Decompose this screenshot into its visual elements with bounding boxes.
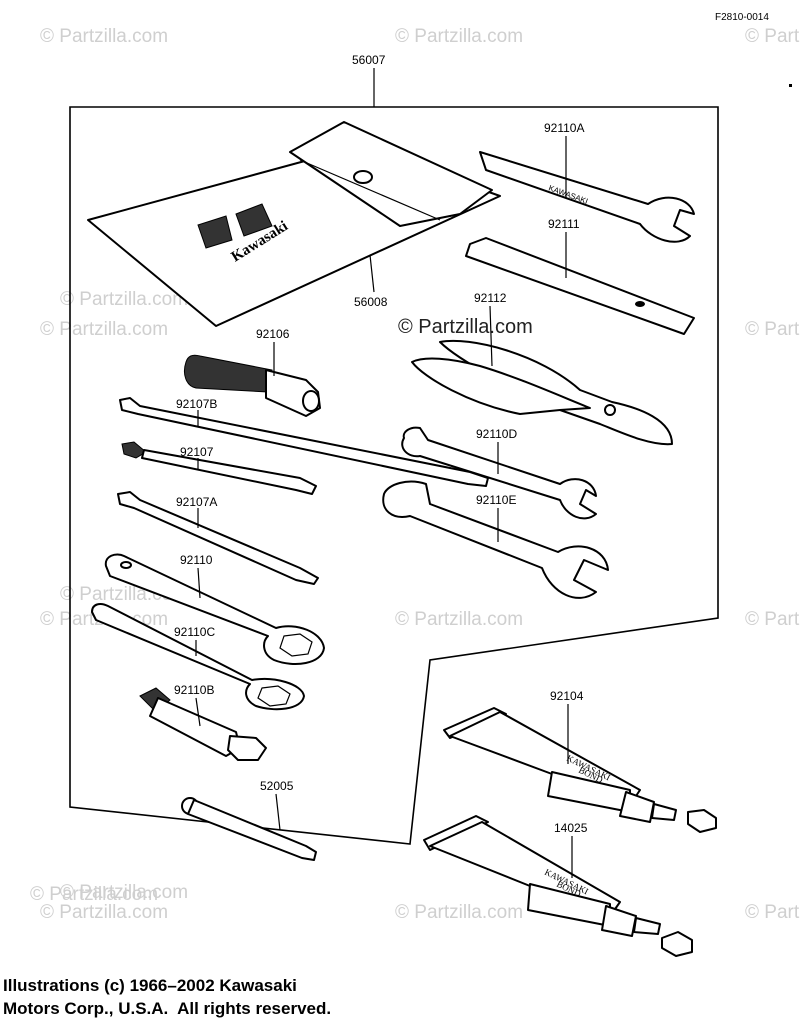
watermark: © Partzilla.com xyxy=(745,609,800,630)
label-92107: 92107 xyxy=(180,445,214,459)
screwdriver-92107a xyxy=(117,491,319,585)
watermark: © Partzilla.com xyxy=(40,26,168,47)
watermark: © Partzilla.com xyxy=(60,289,188,310)
bar-92111 xyxy=(465,237,695,335)
watermark: © Partzilla.com xyxy=(40,319,168,340)
screwdriver-92107 xyxy=(121,441,317,495)
label-52005: 52005 xyxy=(260,779,294,793)
watermark: © Partzilla.com xyxy=(395,609,523,630)
label-92112: 92112 xyxy=(474,291,507,305)
leader-92110 xyxy=(197,567,201,599)
screwdriver-92107b xyxy=(119,397,489,487)
label-56008: 56008 xyxy=(354,295,388,309)
watermark: © Partzilla.com xyxy=(745,319,800,340)
watermark: © Partzilla.com xyxy=(40,902,168,923)
label-92110a: 92110A xyxy=(544,121,584,135)
label-92110d: 92110D xyxy=(476,427,517,441)
wrench-92110d xyxy=(401,426,597,520)
label-92104: 92104 xyxy=(550,689,584,703)
box-wrench-92110 xyxy=(104,553,325,665)
watermark: © Partzilla.com xyxy=(30,884,158,905)
leader-52005 xyxy=(275,793,281,831)
bar-52005 xyxy=(181,797,317,861)
tube-14025: KAWASAKI BOND xyxy=(423,815,693,957)
label-92110: 92110 xyxy=(180,553,213,567)
wrench-92110e xyxy=(382,480,609,599)
leader-92112 xyxy=(489,305,493,367)
watermark-layer: © Partzilla.com © Partzilla.com © Partzi… xyxy=(30,26,800,923)
copyright-notice: Illustrations (c) 1966–2002 Kawasaki Mot… xyxy=(3,976,332,1018)
label-14025: 14025 xyxy=(554,821,588,835)
label-56007: 56007 xyxy=(352,53,386,67)
handle-92106 xyxy=(183,354,321,417)
label-92111: 92111 xyxy=(548,217,580,231)
watermark: © Partzilla.com xyxy=(60,882,188,903)
watermark: © Partzilla.com xyxy=(395,902,523,923)
watermark: © Partzilla.com xyxy=(395,26,523,47)
label-92106: 92106 xyxy=(256,327,290,341)
leader-92110b xyxy=(195,697,201,727)
kit-outline xyxy=(69,106,719,845)
leader-56008 xyxy=(369,254,375,293)
label-92107b: 92107B xyxy=(176,397,217,411)
scan-mark xyxy=(789,84,792,87)
label-92110b: 92110B xyxy=(174,683,214,697)
watermark: © Partzilla.com xyxy=(745,26,800,47)
watermark: © Partzilla.com xyxy=(745,902,800,923)
figure-ref: F2810-0014 xyxy=(715,12,769,23)
box-wrench-92110c xyxy=(91,603,305,711)
socket-92110b xyxy=(139,687,267,761)
label-92107a: 92107A xyxy=(176,495,217,509)
tool-pouch: Kawasaki xyxy=(87,121,501,327)
tube-92104: KAWASAKI BOND xyxy=(443,707,717,833)
pliers-92112 xyxy=(411,339,673,446)
watermark-center: © Partzilla.com xyxy=(398,316,533,338)
wrench-92110a: KAWASAKI xyxy=(479,151,695,243)
label-92110e: 92110E xyxy=(476,493,516,507)
label-92110c: 92110C xyxy=(174,625,215,639)
